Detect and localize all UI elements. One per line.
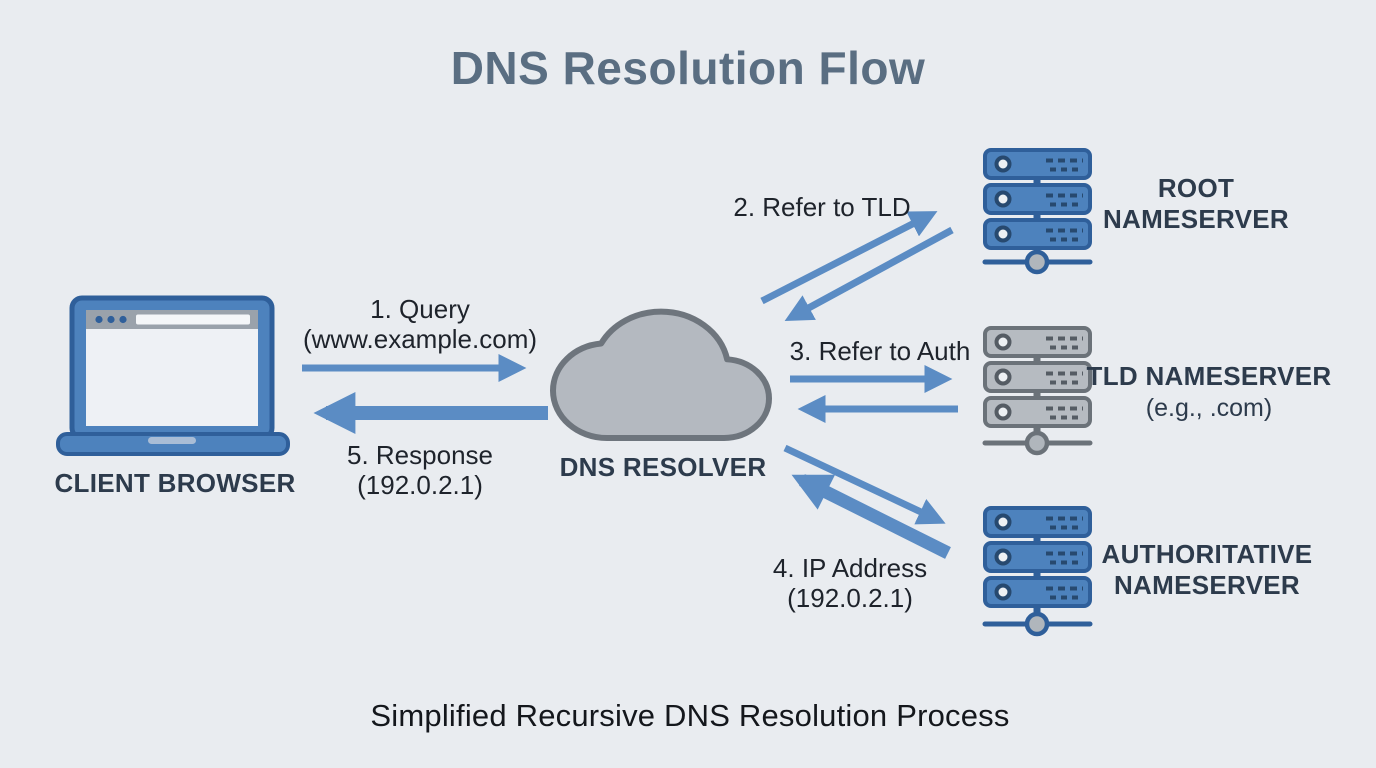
server-unit [983,506,1092,538]
browser-dot-icon [95,315,103,324]
refer-tld-arrow [760,211,938,305]
flow-arrows [302,211,958,559]
ip-address-arrow [791,474,951,559]
tld-nameserver-label-line2: (e.g., .com) [1146,394,1272,422]
server-stack-icon [982,506,1093,637]
ip-address-label-line2: (192.0.2.1) [787,583,913,613]
network-node-dot [1024,430,1050,456]
server-led [994,583,1012,601]
browser-dot-icon [119,315,127,324]
refer-auth-label: 3. Refer to Auth [790,336,971,366]
server-led [994,548,1012,566]
server-unit [983,183,1092,215]
server-led [994,513,1012,531]
browser-address-bar [136,314,250,325]
server-unit [983,148,1092,180]
client-browser-label: CLIENT BROWSER [54,468,295,498]
diagram-caption: Simplified Recursive DNS Resolution Proc… [370,698,1009,733]
server-stack-icon [982,326,1093,456]
server-led [994,403,1012,421]
laptop-notch [148,437,196,444]
root-return-arrow [784,226,954,322]
server-unit [983,218,1092,250]
response-label-line1: 5. Response [347,440,493,470]
server-led [994,333,1012,351]
server-unit [983,326,1092,358]
authoritative-nameserver-label-line1: AUTHORITATIVE [1102,539,1313,569]
response-label-line2: (192.0.2.1) [357,470,483,500]
client-browser-node: CLIENT BROWSER [54,295,295,498]
server-unit [983,541,1092,573]
server-led [994,225,1012,243]
diagram-title: DNS Resolution Flow [451,42,926,94]
tld-nameserver-node: TLD NAMESERVER (e.g., .com) [982,326,1332,456]
cloud-icon [553,312,769,438]
dns-resolver-label: DNS RESOLVER [560,452,767,482]
ip-address-label-line1: 4. IP Address [773,553,927,583]
refer-tld-label: 2. Refer to TLD [733,192,910,222]
root-nameserver-label-line1: ROOT [1158,173,1234,203]
query-label-line1: 1. Query [370,294,470,324]
laptop-screen [86,310,258,426]
laptop-icon [56,295,290,456]
server-led [994,155,1012,173]
tld-nameserver-label-line1: TLD NAMESERVER [1087,361,1332,391]
authoritative-nameserver-label-line2: NAMESERVER [1114,570,1300,600]
server-led [994,190,1012,208]
server-unit [983,396,1092,428]
server-unit [983,576,1092,608]
network-node-dot [1024,249,1050,275]
server-unit [983,361,1092,393]
root-nameserver-label-line2: NAMESERVER [1103,204,1289,234]
browser-dot-icon [107,315,115,324]
dns-resolver-node: DNS RESOLVER [553,312,769,482]
server-led [994,368,1012,386]
network-node-dot [1024,611,1050,637]
authoritative-nameserver-node: AUTHORITATIVE NAMESERVER [982,506,1313,637]
server-stack-icon [982,148,1093,275]
flow-labels: 1. Query (www.example.com) 2. Refer to T… [303,192,970,613]
query-auth-arrow [783,444,946,525]
query-label-line2: (www.example.com) [303,324,537,354]
root-nameserver-node: ROOT NAMESERVER [982,148,1289,275]
